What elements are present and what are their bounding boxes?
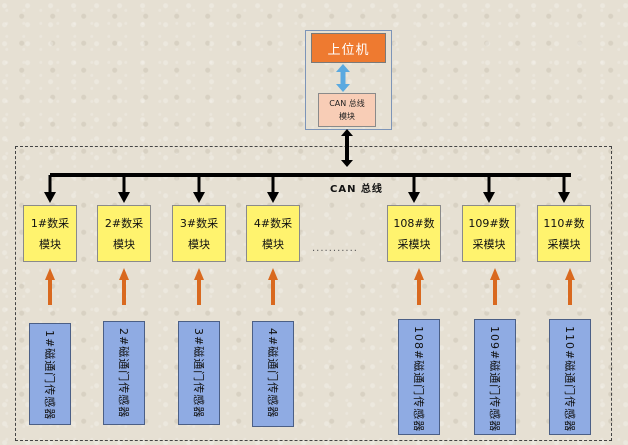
bus-network-frame xyxy=(15,146,612,441)
sensor-arrowhead xyxy=(414,268,424,280)
host-label: 上位机 xyxy=(327,42,370,58)
bus-drop-arrowhead xyxy=(483,192,495,203)
sensor-label: 2#磁通门传感器 xyxy=(117,328,130,419)
sensor-label: 110#磁通门传感器 xyxy=(563,326,576,433)
sensor-arrowhead xyxy=(268,268,278,280)
acq-label-line2: 模块 xyxy=(188,238,210,252)
host-link-arrowhead-down xyxy=(336,84,350,92)
host-computer-box: 上位机 xyxy=(311,33,386,63)
bus-link-arrowhead-up xyxy=(341,129,353,136)
sensor-3: 3#磁通门传感器 xyxy=(178,321,220,425)
bus-drop-arrowhead xyxy=(408,192,420,203)
acquisition-module-109: 109#数 采模块 xyxy=(462,205,516,262)
acq-label-line1: 4#数采 xyxy=(253,216,293,230)
can-bus-module-box: CAN 总线 模块 xyxy=(318,93,376,127)
can-module-line2: 模块 xyxy=(339,112,355,121)
sensor-label: 109#磁通门传感器 xyxy=(488,326,501,433)
bus-drop-arrowhead xyxy=(118,192,130,203)
sensor-label: 108#磁通门传感器 xyxy=(412,326,425,433)
sensor-110: 110#磁通门传感器 xyxy=(549,319,591,435)
host-group-frame xyxy=(305,30,392,130)
sensor-label: 4#磁通门传感器 xyxy=(266,328,279,419)
bus-drop-arrowhead xyxy=(193,192,205,203)
ellipsis-dots: ........... xyxy=(312,243,358,254)
acq-label-line1: 1#数采 xyxy=(30,216,70,230)
acq-label-line2: 模块 xyxy=(113,238,135,252)
can-module-line1: CAN 总线 xyxy=(329,99,365,108)
sensor-arrowhead xyxy=(119,268,129,280)
acquisition-module-3: 3#数采 模块 xyxy=(172,205,226,262)
can-bus-label: CAN 总线 xyxy=(330,184,383,195)
sensor-4: 4#磁通门传感器 xyxy=(252,321,294,427)
acq-label-line1: 109#数 xyxy=(468,216,510,230)
bus-drop-arrowhead xyxy=(44,192,56,203)
acquisition-module-4: 4#数采 模块 xyxy=(246,205,300,262)
acq-label-line1: 108#数 xyxy=(393,216,435,230)
acq-label-line2: 采模块 xyxy=(547,238,581,252)
bus-link-arrowhead-down xyxy=(341,160,353,167)
acq-label-line1: 2#数采 xyxy=(104,216,144,230)
acq-label-line1: 3#数采 xyxy=(179,216,219,230)
acquisition-module-2: 2#数采 模块 xyxy=(97,205,151,262)
acq-label-line1: 110#数 xyxy=(543,216,585,230)
sensor-arrowhead xyxy=(490,268,500,280)
sensor-arrowhead xyxy=(565,268,575,280)
host-link-arrowhead-up xyxy=(336,64,350,72)
acquisition-module-110: 110#数 采模块 xyxy=(537,205,591,262)
sensor-label: 3#磁通门传感器 xyxy=(192,328,205,419)
acquisition-module-1: 1#数采 模块 xyxy=(23,205,77,262)
sensor-arrowhead xyxy=(194,268,204,280)
bus-drop-arrowhead xyxy=(267,192,279,203)
sensor-arrowhead xyxy=(45,268,55,280)
sensor-108: 108#磁通门传感器 xyxy=(398,319,440,435)
acq-label-line2: 采模块 xyxy=(472,238,506,252)
bus-drop-arrowhead xyxy=(558,192,570,203)
acq-label-line2: 模块 xyxy=(262,238,284,252)
acquisition-module-108: 108#数 采模块 xyxy=(387,205,441,262)
acq-label-line2: 模块 xyxy=(39,238,61,252)
sensor-1: 1#磁通门传感器 xyxy=(29,323,71,425)
sensor-label: 1#磁通门传感器 xyxy=(43,330,56,421)
acq-label-line2: 采模块 xyxy=(397,238,431,252)
sensor-2: 2#磁通门传感器 xyxy=(103,321,145,425)
sensor-109: 109#磁通门传感器 xyxy=(474,319,516,435)
